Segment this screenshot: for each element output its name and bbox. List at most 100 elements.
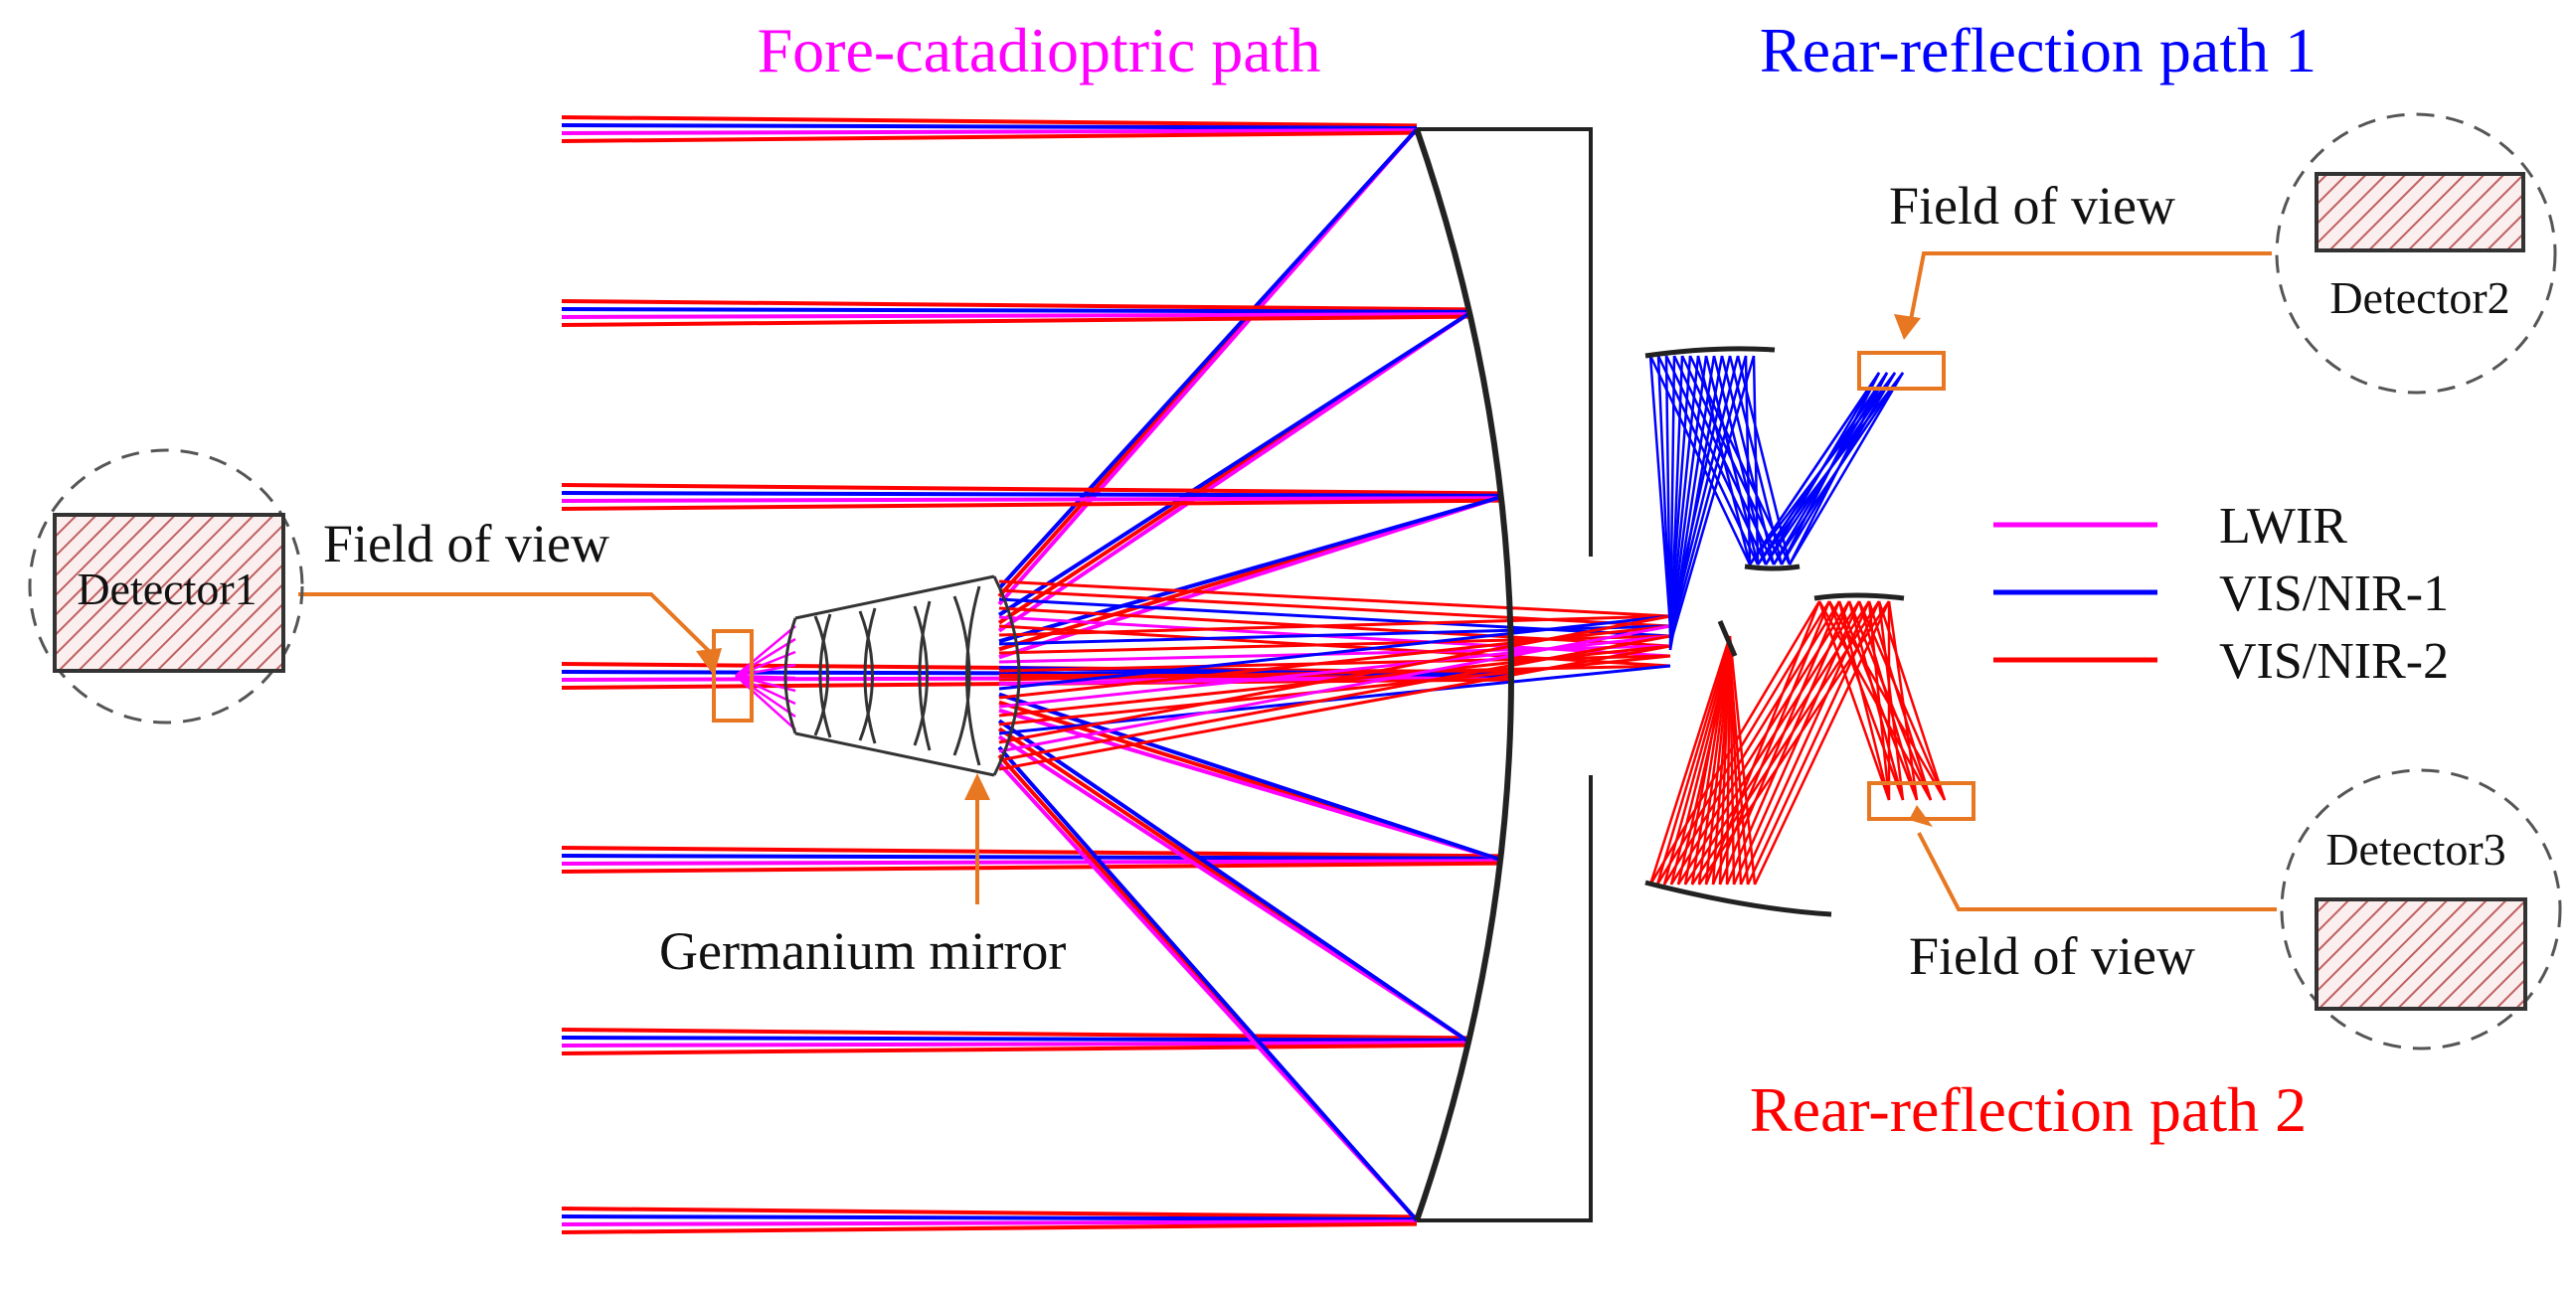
rear-path-2-mirrors (1644, 592, 1905, 917)
callout-arrowheads (696, 314, 1933, 827)
legend-label: VIS/NIR-1 (2219, 565, 2449, 622)
incoming-ray (561, 859, 1501, 866)
rear1-ray (1780, 372, 1897, 565)
incoming-ray (561, 299, 1470, 312)
mirror-housing-top (1417, 127, 1593, 557)
incoming-ray (561, 1028, 1469, 1041)
fov-label-top: Field of view (1889, 176, 2175, 236)
rear2-ray (1728, 655, 1750, 886)
rear1-ray (1668, 355, 1700, 633)
reflected-ray (997, 734, 1470, 1044)
rear1-ray (1668, 355, 1748, 639)
incoming-ray (561, 854, 1501, 861)
rear1-ray (1748, 372, 1881, 565)
primary-mirror (1414, 128, 1514, 1221)
rear2-ray (1746, 600, 1881, 886)
detector3-label: Detector3 (2325, 824, 2505, 875)
reflected-ray (997, 311, 1471, 617)
detector2: Detector2 (2275, 112, 2557, 395)
rear1-ray (1744, 355, 1752, 565)
rear2-ray (1753, 600, 1891, 886)
incoming-ray (561, 496, 1501, 503)
legend-label: VIS/NIR-2 (2219, 633, 2449, 690)
incoming-ray (561, 491, 1501, 498)
rear2-ray (1877, 600, 1905, 801)
fov-box-top (1857, 351, 1946, 391)
rear2-ray (1683, 635, 1732, 886)
lens-ray (735, 625, 796, 677)
incoming-ray (561, 307, 1470, 314)
rear-path-2-rays (1648, 600, 1947, 886)
callout-lines (298, 251, 2277, 911)
rear2-ray (1697, 645, 1732, 886)
incoming-ray (561, 483, 1501, 496)
rear2-ray (1728, 635, 1757, 886)
rear2-ray (1704, 650, 1732, 886)
reflected-ray (997, 745, 1419, 1222)
detector2-label: Detector2 (2329, 272, 2509, 323)
incoming-ray (561, 1041, 1469, 1048)
lens-group (783, 574, 1021, 777)
lens-ray (735, 674, 796, 706)
reflected-ray (998, 495, 1502, 644)
rear2-ray (1732, 600, 1861, 886)
incoming-ray (561, 1043, 1469, 1055)
rear-path-1-rays (1648, 355, 1905, 651)
central-ray (998, 579, 1671, 618)
rear1-ray (1772, 372, 1889, 565)
incoming-ray (561, 861, 1501, 874)
central-ray (998, 614, 1671, 637)
rear1-ray (1656, 355, 1672, 633)
rear2-ray (1655, 640, 1732, 886)
incoming-ray (561, 1207, 1418, 1219)
detector1-label: Detector1 (77, 564, 257, 614)
rear2-ray (1827, 600, 1905, 801)
rear2-ray (1847, 600, 1905, 801)
title-rear-path-2: Rear-reflection path 2 (1750, 1074, 2307, 1145)
rear2-ray (1739, 600, 1871, 886)
legend-label: LWIR (2219, 498, 2347, 555)
incoming-ray (561, 312, 1470, 319)
rear2-ray (1867, 600, 1933, 801)
detector1: Detector1 (28, 448, 304, 725)
fov-label-bottom: Field of view (1909, 926, 2195, 986)
lens-ray (735, 675, 796, 730)
incoming-ray (561, 128, 1418, 135)
incoming-ray (561, 1214, 1418, 1221)
rear1-ray (1668, 355, 1692, 627)
rear1-ray (1668, 355, 1756, 645)
central-ray (998, 614, 1671, 691)
incoming-ray (561, 314, 1470, 327)
central-ray (998, 644, 1671, 771)
rear2-ray (1690, 640, 1732, 886)
incoming-ray (561, 846, 1501, 859)
detector3: Detector3 (2280, 768, 2562, 1050)
rear2-ray (1648, 635, 1732, 886)
rear-path-1-mirrors (1644, 346, 1801, 571)
rear2-ray (1662, 645, 1732, 886)
central-ray (998, 614, 1671, 744)
rear1-ray (1668, 355, 1676, 645)
rear1-ray (1788, 372, 1905, 565)
incoming-ray (561, 130, 1418, 143)
rear1-ray (1756, 372, 1889, 565)
reflected-ray (997, 127, 1419, 590)
reflected-ray (997, 719, 1470, 1044)
rear1-ray (1664, 355, 1672, 639)
central-ray (998, 624, 1671, 753)
rear2-ray (1817, 600, 1891, 801)
fov-label-left: Field of view (323, 514, 609, 573)
lens-ray (735, 637, 796, 678)
incoming-ray (561, 115, 1418, 128)
reflected-ray (997, 311, 1471, 633)
incoming-ray (561, 1036, 1469, 1043)
rear1-ray (1668, 355, 1732, 627)
central-ray (998, 634, 1671, 762)
rear2-ray (1704, 600, 1821, 886)
title-fore-path: Fore-catadioptric path (758, 15, 1321, 85)
germanium-mirror-label: Germanium mirror (659, 921, 1066, 981)
rear2-ray (1725, 600, 1851, 886)
incoming-ray (561, 123, 1418, 130)
